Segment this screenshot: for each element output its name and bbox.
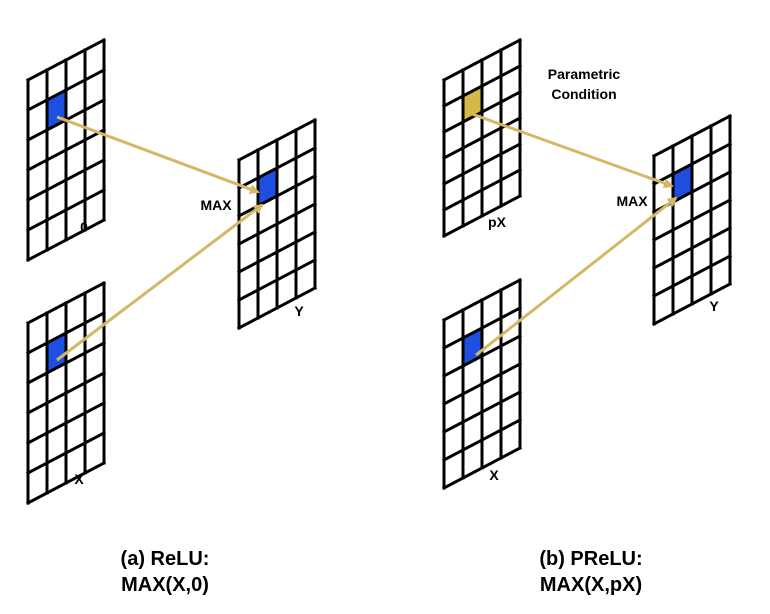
grid-row-line: [441, 277, 523, 323]
grid-row-line: [236, 173, 318, 219]
grid-row-line: [441, 89, 523, 135]
prelu-arrow-x-to-y: [475, 196, 678, 357]
grid-row-line: [25, 370, 107, 416]
relu-caption-line2: MAX(X,0): [121, 574, 209, 596]
grid-row-line: [441, 193, 523, 239]
grid-row-line: [441, 63, 523, 109]
grid-row-line: [25, 67, 107, 113]
grid-row-line: [651, 197, 733, 243]
relu-label-x: X: [74, 471, 84, 487]
grid-row-line: [25, 400, 107, 446]
relu-label-zero: 0: [80, 219, 88, 235]
grid-row-line: [441, 361, 523, 407]
relu-grid-x: [25, 280, 107, 506]
grid-row-line: [441, 445, 523, 491]
grid-row-line: [25, 217, 107, 263]
prelu-label-x: X: [489, 467, 499, 483]
relu-arrow-x-to-y: [56, 203, 264, 362]
highlighted-cell: [463, 328, 482, 366]
grid-row-line: [25, 460, 107, 506]
grid-row-line: [651, 253, 733, 299]
grid-row-line: [441, 115, 523, 161]
grid-row-line: [441, 389, 523, 435]
grid-row-line: [25, 187, 107, 233]
grid-row-line: [25, 280, 107, 326]
prelu-op-label: MAX: [616, 193, 648, 209]
grid-row-line: [651, 225, 733, 271]
grid-row-line: [236, 229, 318, 275]
grid-row-line: [441, 37, 523, 83]
relu-arrow-zero-to-y: [56, 115, 260, 194]
prelu-note-line2: Condition: [551, 86, 616, 102]
highlighted-cell: [47, 333, 66, 373]
grid-row-line: [236, 117, 318, 163]
prelu-label-y: Y: [709, 298, 719, 314]
grid-row-line: [441, 305, 523, 351]
relu-label-y: Y: [294, 303, 304, 319]
grid-row-line: [441, 417, 523, 463]
grid-row-line: [25, 37, 107, 83]
prelu-caption-line2: MAX(X,pX): [540, 574, 642, 596]
prelu-grid-y: [651, 113, 733, 327]
relu-op-label: MAX: [200, 197, 232, 213]
prelu-note-line1: Parametric: [548, 66, 621, 82]
grid-row-line: [25, 340, 107, 386]
prelu-grid-px: [441, 37, 523, 239]
grid-row-line: [25, 127, 107, 173]
grid-row-line: [25, 310, 107, 356]
grid-row-line: [441, 333, 523, 379]
highlighted-cell: [258, 168, 277, 206]
grid-row-line: [236, 257, 318, 303]
grid-row-line: [441, 167, 523, 213]
grid-row-line: [236, 201, 318, 247]
highlighted-cell: [673, 164, 692, 202]
prelu-caption-line1: (b) PReLU:: [539, 548, 642, 570]
prelu-grid-x: [441, 277, 523, 491]
prelu-arrow-px-to-y: [471, 112, 674, 188]
grid-row-line: [236, 285, 318, 331]
grid-row-line: [441, 141, 523, 187]
grid-row-line: [236, 145, 318, 191]
grid-row-line: [25, 430, 107, 476]
relu-grid-y: [236, 117, 318, 331]
prelu-label-px: pX: [488, 214, 507, 230]
relu-grid-zero: [25, 37, 107, 263]
relu-caption-line1: (a) ReLU:: [121, 548, 210, 570]
grid-row-line: [651, 113, 733, 159]
grid-row-line: [25, 157, 107, 203]
grid-row-line: [651, 141, 733, 187]
grid-row-line: [651, 281, 733, 327]
